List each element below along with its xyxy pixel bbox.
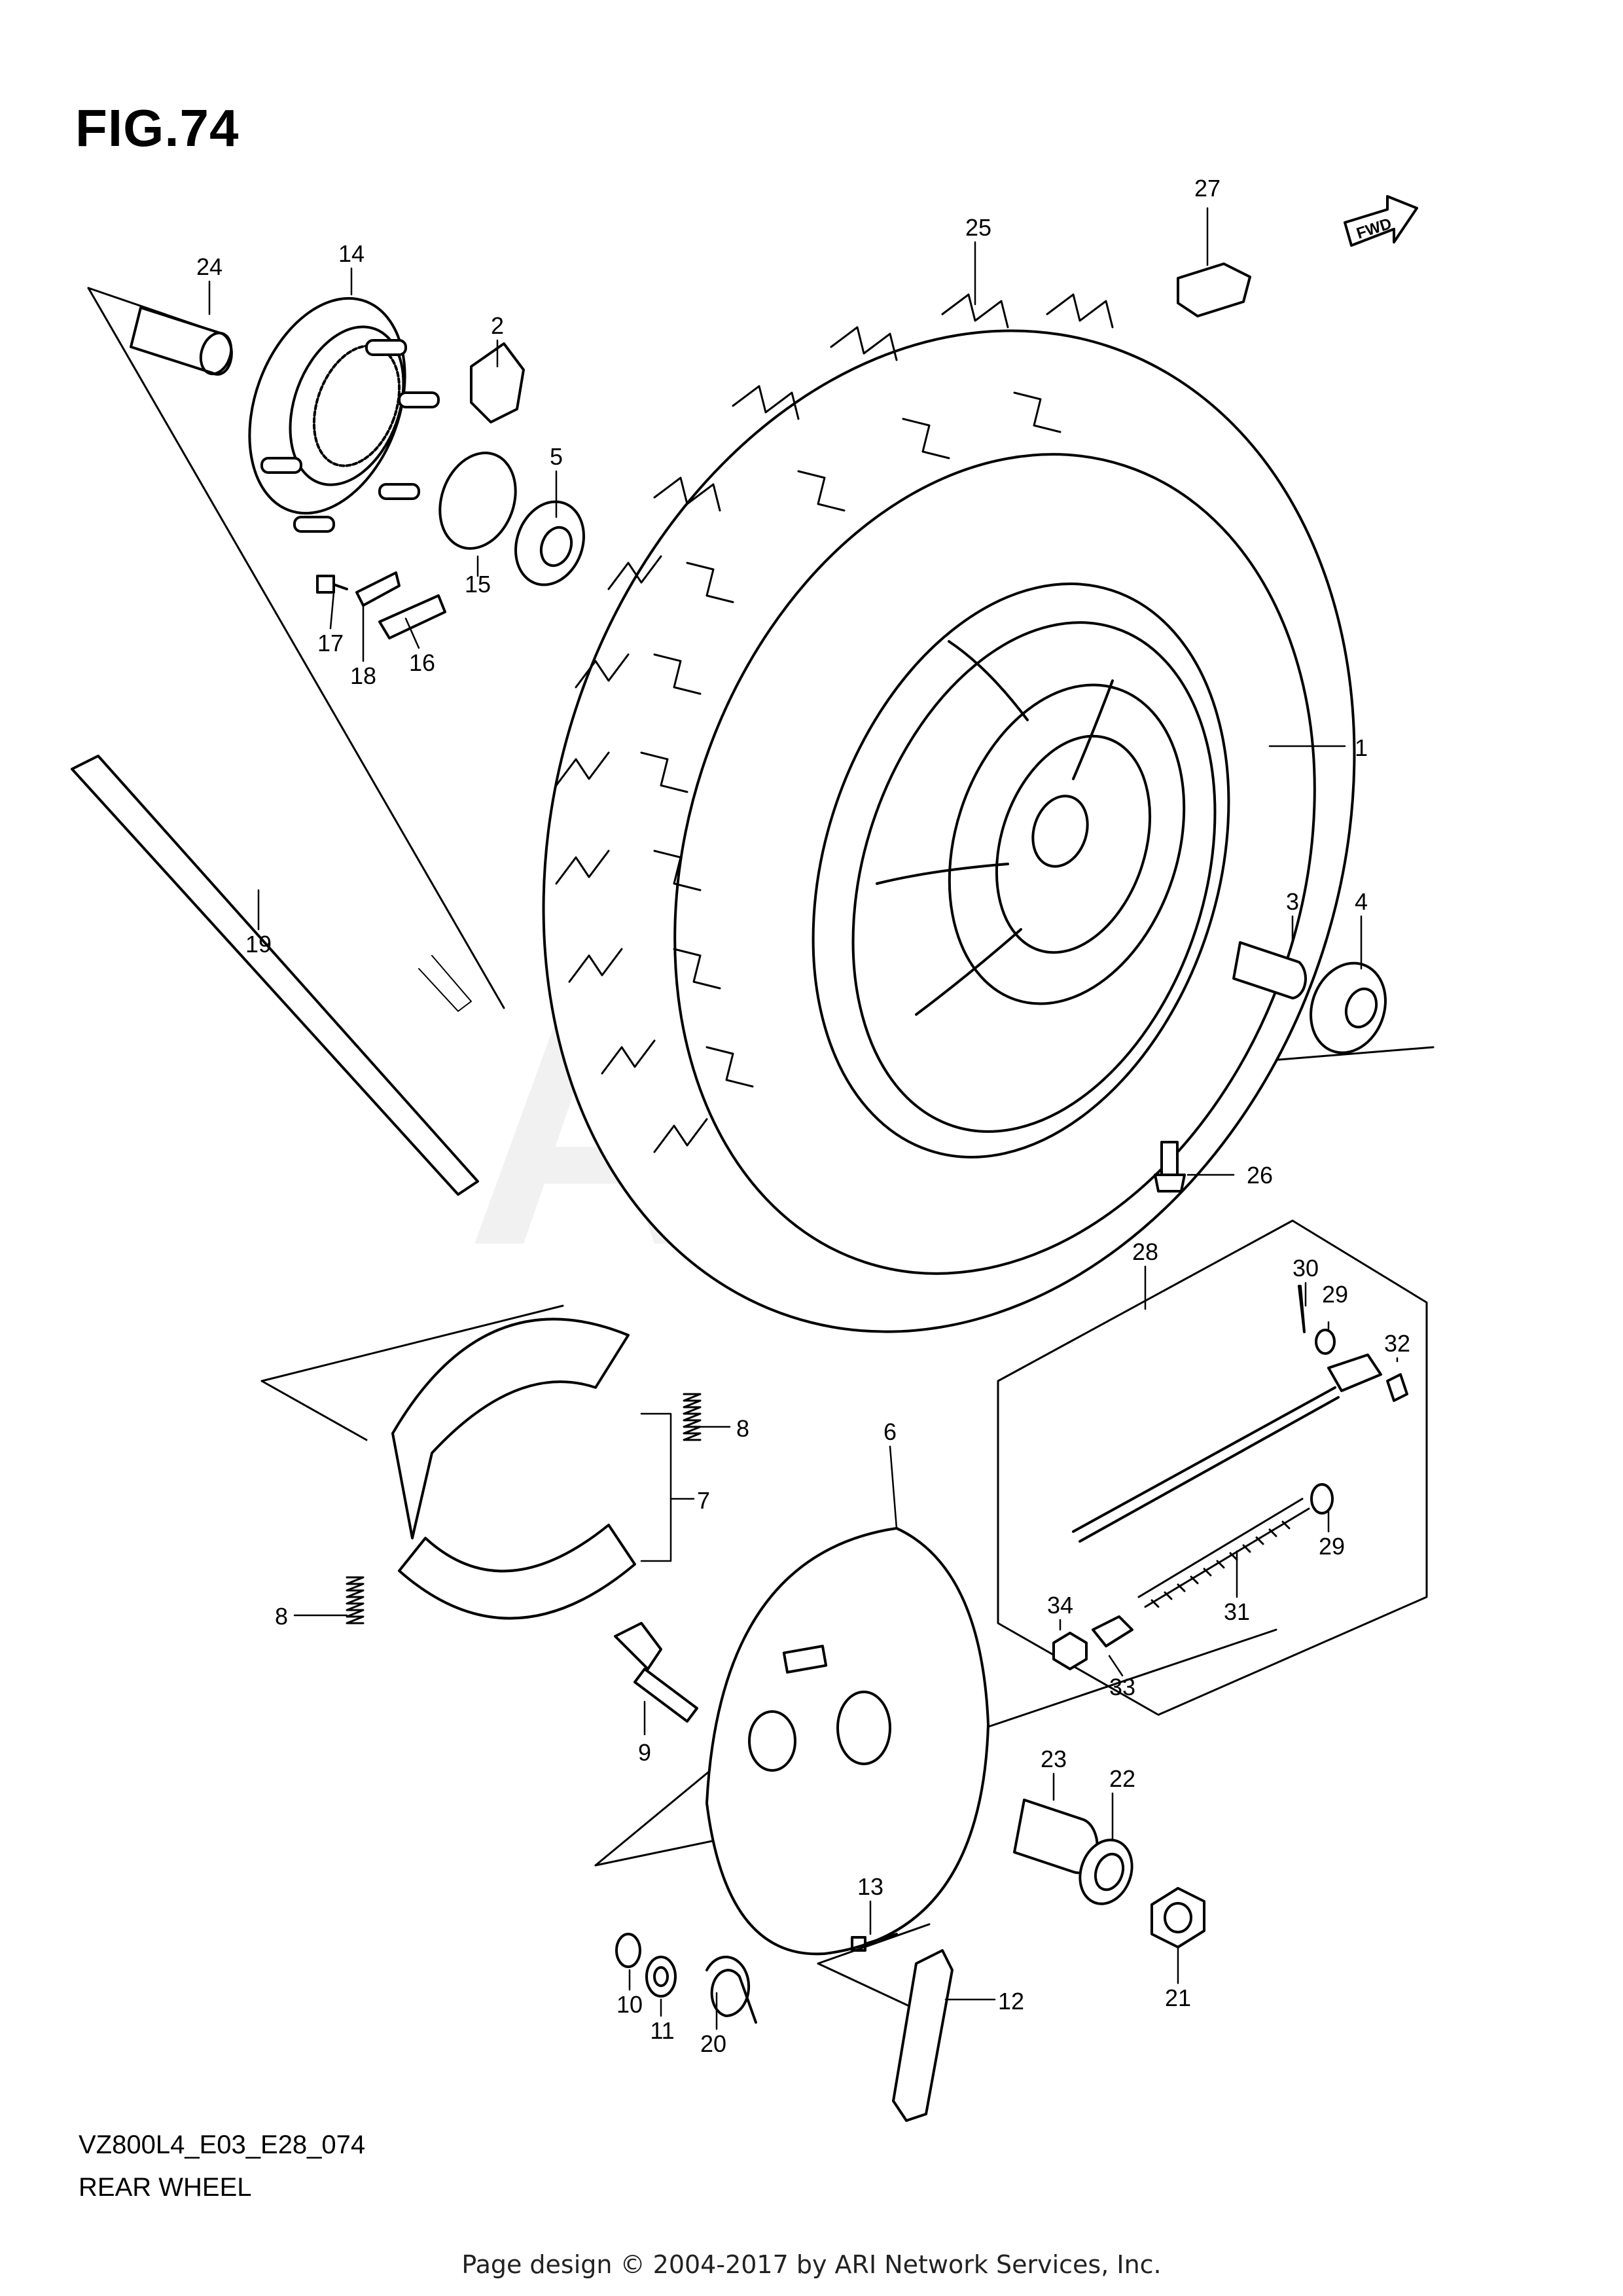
callout-14: 14	[338, 240, 365, 267]
callout-11: 11	[650, 2017, 674, 2044]
lock-washer	[355, 571, 401, 607]
rod-washer-lower	[1310, 1483, 1334, 1515]
wheel-bearing	[1310, 961, 1387, 1054]
callout-29-lower: 29	[1319, 1533, 1345, 1560]
callout-10: 10	[616, 1991, 643, 2018]
callout-4: 4	[1355, 888, 1368, 915]
callout-9: 9	[638, 1739, 651, 1766]
callout-28: 28	[1132, 1238, 1158, 1265]
cotter-pin	[1298, 1285, 1306, 1333]
copyright-notice: Page design © 2004-2017 by ARI Network S…	[461, 2250, 1162, 2279]
callout-2: 2	[491, 312, 504, 339]
axle-washer	[1079, 1839, 1133, 1905]
cam-o-ring	[615, 1933, 641, 1968]
callout-25: 25	[965, 214, 991, 241]
axle-nut	[1150, 1887, 1205, 1948]
section-name: REAR WHEEL	[79, 2173, 252, 2202]
callout-1: 1	[1355, 734, 1368, 761]
rear-wheel-drive-hub	[248, 296, 440, 533]
brake-rod-spring	[1137, 1498, 1310, 1608]
hub-o-ring	[438, 452, 517, 550]
callout-32: 32	[1384, 1330, 1410, 1357]
callout-15: 15	[465, 571, 491, 598]
hub-bolt	[316, 575, 348, 594]
hub-sleeve	[130, 306, 233, 376]
callout-20: 20	[700, 2030, 726, 2057]
callout-21: 21	[1165, 1984, 1191, 2011]
callout-34: 34	[1047, 1592, 1073, 1619]
callout-23: 23	[1041, 1746, 1067, 1772]
wheel-spacer	[1232, 941, 1307, 999]
rod-washer-upper	[1315, 1329, 1336, 1355]
callout-16: 16	[409, 649, 435, 676]
brake-rod-assembly-box	[997, 1219, 1428, 1716]
callout-22: 22	[1109, 1765, 1135, 1792]
cam-return-spring	[705, 1956, 757, 2024]
balance-weight	[1177, 262, 1251, 317]
callout-31: 31	[1224, 1598, 1250, 1625]
cam-washer	[645, 1956, 677, 1998]
callout-33: 33	[1109, 1674, 1135, 1700]
figure-title: FIG.74	[75, 99, 240, 157]
hub-damper	[470, 342, 525, 423]
callout-27: 27	[1194, 175, 1221, 202]
callout-5: 5	[550, 443, 563, 470]
callout-17: 17	[317, 630, 344, 656]
fwd-direction-badge: FWD	[1344, 195, 1418, 247]
callout-26: 26	[1247, 1162, 1273, 1189]
callout-8-upper: 8	[736, 1415, 749, 1442]
callout-12: 12	[998, 1988, 1024, 2015]
callout-19: 19	[245, 931, 272, 958]
brake-panel	[705, 1527, 990, 1956]
callout-3: 3	[1286, 888, 1299, 915]
tire-valve	[1154, 1141, 1186, 1193]
callout-24: 24	[196, 253, 223, 280]
callout-labels: 1 2 3 4 5 6 7 8 8 9 10 11 12 13 14 15 16…	[196, 175, 1410, 2057]
cam-lever-bolt	[851, 1933, 898, 1952]
callout-18: 18	[350, 662, 376, 689]
hub-bearing	[514, 500, 585, 586]
rear-axle	[71, 755, 479, 1196]
rod-adjust-nut	[1052, 1632, 1088, 1670]
brake-cam-lever	[892, 1949, 954, 2122]
callout-leader-lines	[208, 207, 1399, 2030]
brake-shoe-set	[391, 1318, 636, 1620]
callout-8-lower: 8	[275, 1603, 288, 1630]
callout-13: 13	[857, 1873, 883, 1900]
callout-6: 6	[883, 1418, 897, 1445]
model-code: VZ800L4_E03_E28_074	[79, 2130, 366, 2159]
brake-rod	[1072, 1354, 1408, 1543]
lock-plate	[378, 594, 446, 639]
rod-joint	[1092, 1615, 1133, 1647]
brake-cam-shaft	[614, 1622, 698, 1723]
callout-30: 30	[1293, 1255, 1319, 1282]
brake-shoe-spring-upper	[683, 1393, 702, 1441]
callout-7: 7	[697, 1487, 710, 1514]
callout-29-upper: 29	[1322, 1281, 1348, 1308]
brake-shoe-spring-lower	[346, 1576, 365, 1624]
rear-wheel-rim	[812, 583, 1230, 1158]
